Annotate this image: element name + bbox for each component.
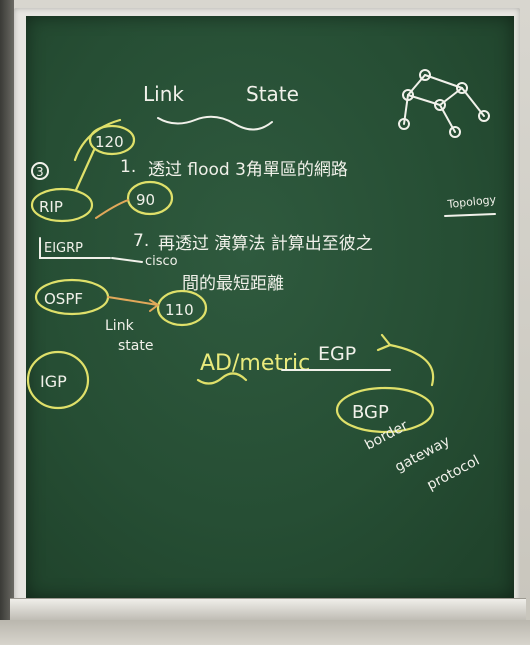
step1-number: 1. [120, 157, 136, 177]
cisco-label: cisco [145, 254, 178, 269]
eigrp-label: EIGRP [44, 241, 83, 256]
step2-text-b: 間的最短距離 [182, 274, 284, 294]
ad-110-circle [156, 289, 208, 327]
cisco-line [111, 257, 143, 263]
chalkboard [26, 16, 514, 598]
ad-120: 120 [95, 133, 124, 151]
step1-text: 透过 flood 3角單區的網路 [148, 160, 348, 180]
igp-circle [26, 350, 90, 410]
ad-metric: AD/metric [200, 351, 310, 376]
rip-circle [30, 187, 94, 223]
floor [0, 620, 530, 645]
ad-120-arc [73, 118, 122, 162]
egp-label: EGP [318, 343, 356, 365]
link-state-label-1: Link [105, 318, 135, 334]
ad-90: 90 [136, 191, 155, 209]
bgp-label: BGP [352, 402, 389, 423]
topology-sketch [398, 69, 490, 138]
ospf-arrowhead [149, 299, 160, 312]
ad-90-circle [126, 180, 174, 216]
link-state-label-2: state [118, 338, 153, 354]
rip-to-120-line [74, 148, 96, 192]
protocol-text: protocol [424, 453, 482, 494]
topology-underline [444, 213, 496, 217]
ad-underline [196, 372, 248, 385]
egp-arrowhead [376, 333, 392, 352]
egp-arrow [388, 343, 435, 387]
ad-110: 110 [165, 301, 194, 319]
eigrp-box [39, 237, 111, 259]
igp-label: IGP [40, 372, 67, 391]
circled-three: 3 [36, 165, 44, 179]
title-link: Link [143, 82, 184, 106]
step2-text-a: 再透过 演算法 計算出至彼之 [158, 234, 373, 254]
circled-three-ring [31, 162, 49, 180]
chalk-tray [10, 598, 526, 621]
ospf-to-110-arrow [107, 296, 159, 306]
ad-120-circle [88, 124, 136, 156]
wall-shadow [0, 0, 14, 645]
eigrp-to-90-line [95, 199, 129, 219]
step2-number: 7. [133, 231, 149, 251]
title-underline [157, 115, 273, 131]
bgp-circle [335, 386, 435, 434]
topology-label: Topology [446, 193, 497, 211]
ospf-label: OSPF [44, 290, 83, 308]
rip-label: RIP [39, 198, 63, 216]
title-state: State [246, 82, 299, 106]
